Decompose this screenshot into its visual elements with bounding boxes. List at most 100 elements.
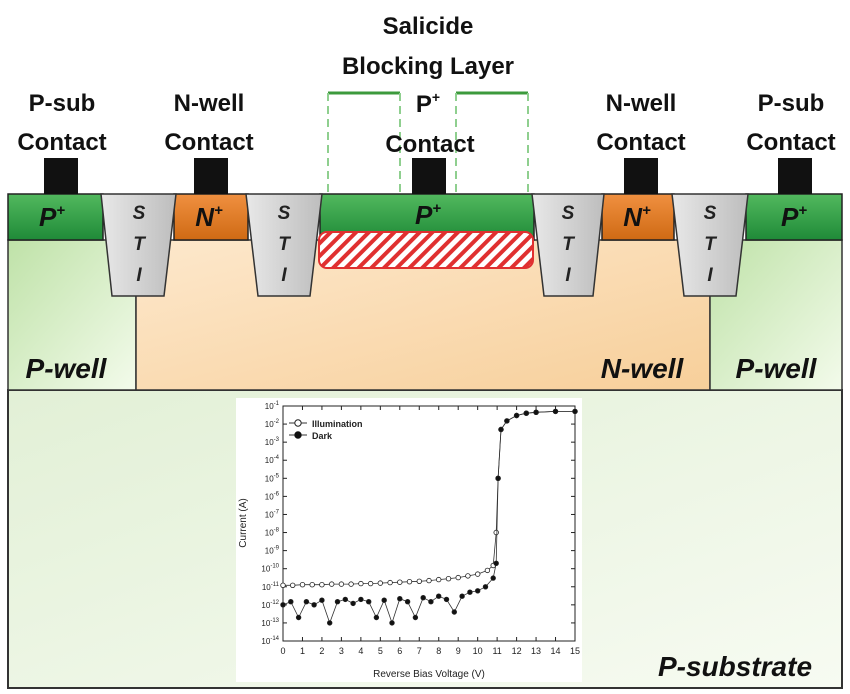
series-point-illumination [426,577,432,584]
series-point-dark [404,599,411,605]
series-point-illumination [358,580,364,587]
chart-y-tick-label: 10-7 [265,509,280,519]
series-point-dark [381,597,387,603]
series-point-illumination [309,582,315,588]
p-substrate-label: P-substrate [658,651,812,682]
chart-x-tick-label: 8 [436,646,441,656]
chart-x-tick-label: 10 [473,646,483,656]
salicide-label-1: Salicide [383,13,474,40]
psub-contact-right-label-1: P-sub [758,90,825,117]
series-point-dark [428,599,434,605]
p-well-left-label: P-well [26,353,108,384]
series-point-dark [490,575,496,581]
p-plus-right-label: P+ [781,202,807,232]
chart-x-tick-label: 5 [378,646,383,656]
hatched-junction-region [318,231,534,269]
p-contact-center [412,158,446,194]
chart-x-tick-label: 6 [397,646,402,656]
chart-y-tick-label: 10-8 [265,528,280,538]
psub-contact-right-label-2: Contact [746,129,835,156]
series-point-dark [533,409,539,415]
series-point-dark [572,408,578,415]
chart-y-tick-label: 10-12 [261,600,279,610]
series-point-illumination [406,579,413,585]
chart-background [236,398,582,682]
series-point-illumination [484,567,491,574]
series-point-dark [350,600,356,607]
chart-x-tick-label: 11 [492,646,501,656]
series-point-illumination [329,581,335,587]
series-point-illumination [397,579,403,585]
chart-x-tick-label: 15 [570,646,580,656]
series-point-illumination [299,582,306,588]
series-point-dark [504,418,510,424]
series-point-dark [288,599,294,605]
chart-y-tick-label: 10-10 [261,564,279,574]
series-point-illumination [377,580,383,586]
series-point-dark [334,599,341,605]
chart-series-group [280,408,578,626]
series-point-illumination [367,580,374,587]
series-point-dark [420,595,426,601]
chart-x-tick-label: 4 [358,646,363,656]
series-point-dark [303,599,310,605]
chart-x-tick-label: 9 [456,646,461,656]
series-point-dark [311,602,317,608]
series-point-dark [498,426,504,433]
chart-y-tick-label: 10-1 [265,401,280,411]
psub-contact-left-label-2: Contact [17,129,106,156]
psub-contact-left [44,158,78,194]
chart-legend: Illumination Dark [289,419,363,441]
series-point-dark [358,596,364,603]
nwell-contact-left-label-1: N-well [174,90,245,117]
series-point-illumination [280,582,286,588]
series-point-dark [552,408,559,415]
series-point-dark [319,597,325,603]
chart-y-tick-label: 10-2 [265,419,280,429]
legend-label-illumination: Illumination [312,419,363,429]
salicide-blocking-layer [327,91,529,194]
n-plus-left-label: N+ [195,202,223,232]
nwell-contact-right-label-1: N-well [606,90,677,117]
sti-2-letter-i: I [281,265,287,286]
series-point-dark [389,620,395,626]
chart-x-tick-label: 13 [531,646,541,656]
series-point-illumination [387,579,393,586]
series-point-dark [412,614,419,621]
psub-contact-right [778,158,812,194]
sti-4: S T I [671,193,749,297]
salicide-label-2: Blocking Layer [342,53,514,80]
sti-1: S T I [100,193,177,297]
sti-1-letter-i: I [136,265,142,286]
sti-2-letter-t: T [278,234,291,255]
chart-y-tick-label: 10-9 [265,546,280,556]
series-point-dark [280,602,286,608]
nwell-contact-left-label-2: Contact [164,129,253,156]
series-point-dark [373,614,380,621]
p-contact-center-label-2: Contact [385,131,474,158]
series-point-dark [482,584,489,590]
p-well-right-label: P-well [736,353,818,384]
series-point-dark [467,589,473,595]
legend-marker-illumination [294,419,302,427]
series-point-illumination [493,529,499,536]
series-point-illumination [416,578,422,584]
chart-y-tick-label: 10-13 [261,618,279,628]
sti-3-letter-s: S [562,203,575,224]
psub-contact-left-label-1: P-sub [29,90,96,117]
p-plus-left-label: P+ [39,202,65,232]
sti-1-letter-s: S [133,203,146,224]
series-point-illumination [445,576,452,582]
chart-y-axis-label: Current (A) [238,498,249,547]
sti-4-letter-i: I [707,265,713,286]
chart-y-tick-label: 10-4 [265,455,280,465]
series-point-illumination [436,576,442,583]
series-point-illumination [319,582,325,588]
chart-y-tick-label: 10-3 [265,437,280,447]
series-point-illumination [290,582,296,588]
chart-x-tick-label: 7 [417,646,422,656]
sti-4-letter-t: T [704,234,717,255]
sti-4-letter-s: S [704,203,717,224]
series-point-illumination [455,574,461,581]
n-plus-right-label: N+ [623,202,651,232]
